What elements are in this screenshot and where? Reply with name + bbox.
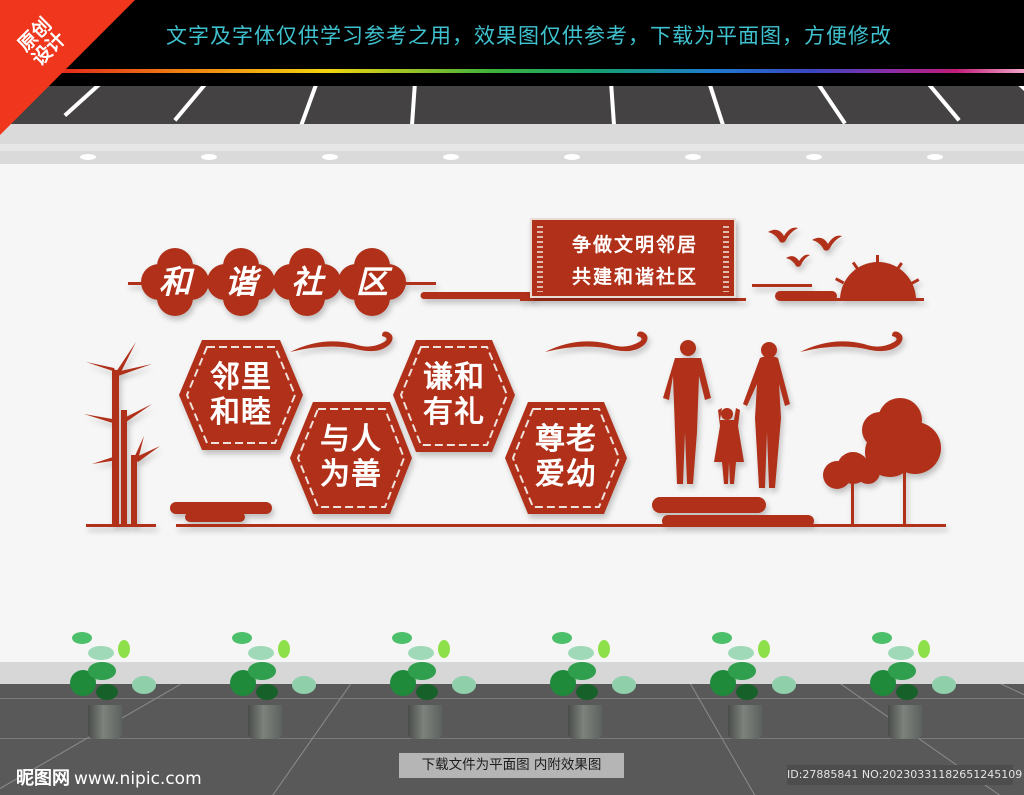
potted-plant bbox=[700, 628, 796, 740]
potted-plant bbox=[60, 628, 156, 740]
ceiling-beam bbox=[173, 86, 209, 122]
rainbow-divider bbox=[56, 69, 1024, 73]
logo-cn: 昵图网 bbox=[16, 768, 70, 789]
ceiling-beam bbox=[925, 86, 961, 122]
spotlight bbox=[685, 154, 701, 160]
spotlight bbox=[927, 154, 943, 160]
ceiling-beam bbox=[707, 86, 727, 124]
potted-plant bbox=[540, 628, 636, 740]
ceiling-beam bbox=[298, 86, 319, 124]
top-banner: 文字及字体仅供学习参考之用，效果图仅供参考，下载为平面图，方便修改 bbox=[0, 0, 1024, 86]
plant-pot bbox=[248, 705, 282, 739]
potted-plant bbox=[860, 628, 956, 740]
spotlight bbox=[80, 154, 96, 160]
ceiling bbox=[0, 86, 1024, 124]
ceiling-beam bbox=[409, 86, 417, 124]
image-id: ID:27885841 NO:20230331182651245109 bbox=[787, 765, 1022, 785]
download-note: 下载文件为平面图 内附效果图 bbox=[399, 753, 624, 778]
spotlight bbox=[806, 154, 822, 160]
plant-pot bbox=[408, 705, 442, 739]
ceiling-beam bbox=[815, 86, 847, 124]
wall bbox=[0, 164, 1024, 672]
ceiling-beam bbox=[1015, 86, 1024, 117]
potted-plant bbox=[380, 628, 476, 740]
plant-pot bbox=[568, 705, 602, 739]
logo-url: www.nipic.com bbox=[74, 769, 202, 789]
soffit bbox=[0, 124, 1024, 164]
ceiling-beam bbox=[609, 86, 617, 124]
plant-pot bbox=[88, 705, 122, 739]
spotlight bbox=[564, 154, 580, 160]
spotlight bbox=[201, 154, 217, 160]
plant-pot bbox=[888, 705, 922, 739]
spotlight bbox=[443, 154, 459, 160]
spotlight bbox=[322, 154, 338, 160]
banner-notice: 文字及字体仅供学习参考之用，效果图仅供参考，下载为平面图，方便修改 bbox=[166, 24, 892, 48]
potted-plant bbox=[220, 628, 316, 740]
original-design-ribbon bbox=[0, 0, 135, 135]
plant-pot bbox=[728, 705, 762, 739]
